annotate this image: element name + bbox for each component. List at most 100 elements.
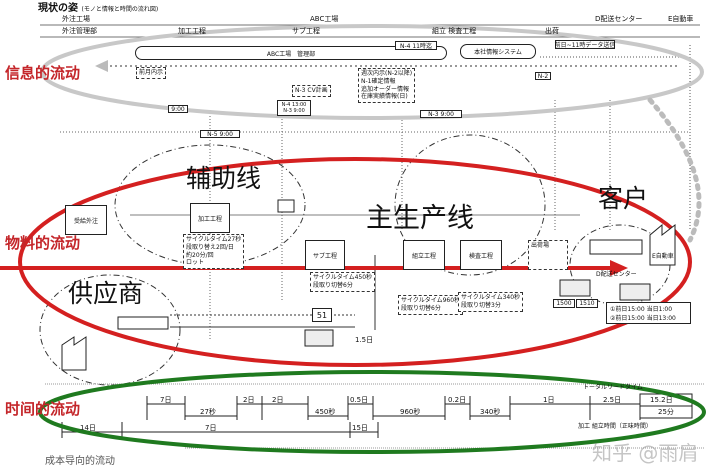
timeline-total-days: 15.2日 (650, 396, 673, 404)
order-info-item: 在庫実績情報(日) (361, 93, 408, 101)
watermark: 知乎 @雨肩 (592, 441, 699, 465)
truck-icon (559, 279, 591, 297)
cycle-text: 段取り切替6分 (313, 281, 353, 289)
info-flow-label: 信息的流动 (5, 64, 81, 82)
header-outsource-mgmt: 外注管理部 (62, 27, 97, 35)
cycle-text: サイクルタイム27秒 (186, 236, 242, 243)
page-title: 現状の姿 (モノと情報と時間の流れ図) (38, 3, 159, 14)
truck-time: 1510 (576, 299, 598, 308)
process-machining: 加工工程 (190, 203, 230, 233)
timeline-days: 1日 (543, 396, 555, 404)
process-inspection: 検査工程 (460, 240, 502, 270)
timeline-days: 2.5日 (603, 396, 622, 404)
timeline (61, 393, 693, 438)
delivery-schedule-box: ①前日15:00 当日1:00 ②前日15:00 当日13:00 (606, 302, 691, 324)
dc-train-icon (589, 239, 643, 255)
timeline-seconds: 27秒 (200, 408, 216, 416)
timeline-total-time: 25分 (658, 408, 674, 416)
info-flow-ellipse (40, 24, 704, 120)
lead-time-label: トータルリードタイム (583, 384, 643, 391)
cycle-text: サイクルタイム450秒 (313, 274, 373, 281)
truck-icon (304, 329, 334, 347)
timeline-days: 14日 (80, 424, 96, 432)
time-label: 9:00 (168, 105, 188, 113)
header-sub: サブ工程 (292, 27, 320, 35)
cost-flow-label: 成本导向的流动 (45, 456, 115, 467)
car-label: E自動車 (652, 253, 674, 260)
main-line-label: 主生产线 (366, 203, 474, 234)
cycle-text: サイクルタイム340秒 (461, 294, 521, 301)
supplier-box: 受給外注 (65, 205, 107, 235)
cycle-text: サイクルタイム960秒 (401, 297, 461, 304)
timeline-days: 0.2日 (448, 396, 467, 404)
header-outsource-factory: 外注工場 (62, 15, 90, 23)
aux-loop (114, 144, 306, 266)
timeline-seconds: 960秒 (400, 408, 421, 416)
aux-line-label: 辅助线 (186, 164, 262, 193)
cycle-box-machining: サイクルタイム27秒段取り替え2回/日約20分/回ロット (183, 234, 245, 270)
timeline-days: 2日 (272, 396, 284, 404)
time-label: N-4 13:00 (281, 102, 307, 108)
order-info-item: 追加オーダー情報 (361, 85, 410, 93)
customer-label: 客户 (598, 184, 649, 213)
truck-icon (619, 283, 651, 301)
time-label: N-5 9:00 (200, 130, 240, 138)
main-loop (394, 134, 546, 276)
time-flow-label: 时间的流动 (5, 400, 81, 418)
timeline-days: 15日 (352, 424, 368, 432)
deadline-box: N-4 11時迄 (395, 41, 437, 50)
info-system-box: 本社情報システム (460, 44, 536, 59)
customer-factory-icon (649, 223, 676, 266)
cycle-text: 段取り替え2回/日 (186, 243, 234, 251)
net-time-label: 加工 組立時間（正味時間） (578, 423, 652, 430)
time-label: N-3 9:00 (420, 110, 462, 118)
supplier-building-icon (117, 316, 169, 330)
delivery-time: ①前日15:00 当日1:00 (610, 306, 673, 313)
timeline-seconds: 450秒 (315, 408, 336, 416)
process-sub: サブ工程 (305, 240, 345, 270)
process-assembly: 組立工程 (403, 240, 445, 270)
info-arrow-icon (95, 60, 108, 72)
delivery-time: ②前日15:00 当日13:00 (610, 315, 676, 322)
supplier-loop (39, 274, 181, 386)
cycle-text: 段取り切替6分 (401, 304, 441, 312)
supplier-label: 供应商 (68, 279, 144, 308)
cycle-text: 段取り切替3分 (461, 301, 501, 309)
timeline-seconds: 340秒 (480, 408, 501, 416)
cycle-box-sub: サイクルタイム450秒段取り切替6分 (310, 272, 376, 292)
timeline-days: 2日 (243, 396, 255, 404)
time-label: N-3 9:00 (283, 108, 305, 114)
cycle-box-assembly: サイクルタイム960秒段取り切替6分 (398, 295, 464, 315)
header-assembly: 組立 検査工程 (432, 27, 477, 35)
timeline-days: 7日 (205, 424, 217, 432)
forklift-icon (277, 199, 295, 213)
supplier-factory-icon (61, 336, 87, 371)
material-arrow-icon (610, 260, 628, 276)
truck-time: 1500 (553, 299, 575, 308)
time-label: N-2 (535, 72, 551, 80)
material-flow-ellipse (18, 157, 692, 367)
lot-days: 1.5日 (355, 336, 374, 344)
time-flow-ellipse (38, 370, 706, 454)
cycle-box-inspection: サイクルタイム340秒段取り切替3分 (458, 292, 524, 312)
material-flow-label: 物料的流动 (5, 234, 81, 252)
data-send-box: 前日~11時データ送信 (554, 40, 616, 49)
header-distribution-center: D配送センター (595, 15, 643, 23)
order-info-box: 週次内示(N-2以降) N-1確定情報 追加オーダー情報 在庫実績情報(日) (358, 68, 416, 104)
dc-label: D配送センター (596, 271, 637, 278)
process-shipping: 出荷場 (528, 240, 568, 270)
header-shipping: 出荷 (545, 27, 559, 35)
cv-plan-box: N-3 CV計画 (292, 85, 331, 97)
timeline-days: 7日 (160, 396, 172, 404)
header-e-auto: E自動車 (668, 15, 694, 23)
cycle-text: ロット (186, 259, 205, 267)
cycle-text: 約20分/回 (186, 251, 214, 259)
monthly-forecast-box: 前月内示 (136, 67, 167, 79)
order-info-item: 週次内示(N-2以降) (361, 70, 413, 77)
mgmt-dept-box: ABC工場 管理部 (135, 46, 447, 60)
timeline-days: 0.5日 (350, 396, 369, 404)
kanban-icon: 51 (312, 308, 332, 322)
header-machining: 加工工程 (178, 27, 206, 35)
